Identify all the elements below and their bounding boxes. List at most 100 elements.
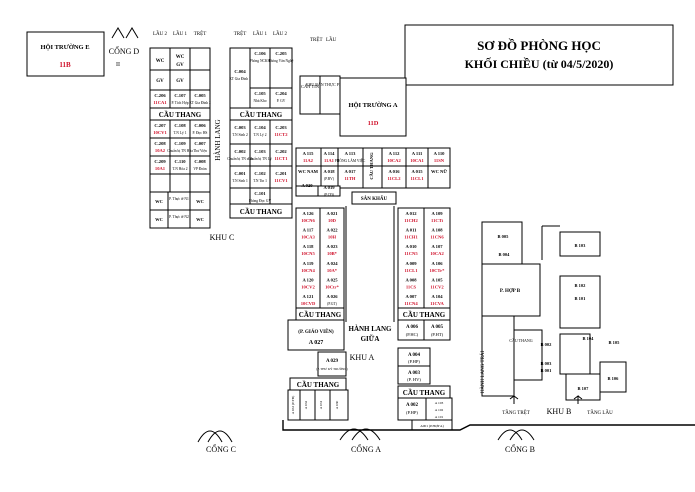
room-code: B 001 bbox=[541, 368, 553, 373]
room-class: Nhà Kho bbox=[253, 99, 266, 103]
room-code: A 006 bbox=[406, 325, 419, 330]
gate-c-icon bbox=[197, 430, 233, 443]
giao-vien-code: A 027 bbox=[309, 340, 324, 346]
stairs-label: CẦU THANG bbox=[159, 111, 202, 119]
gate-b-label: CỔNG B bbox=[505, 444, 535, 454]
room-code: C.001 bbox=[234, 171, 246, 176]
room-code: A 103 bbox=[435, 401, 444, 405]
room-class: 10H bbox=[328, 235, 337, 240]
room-class: 11CL1 bbox=[404, 268, 418, 273]
room-code: B 004 bbox=[499, 252, 511, 257]
room-code: B 003 bbox=[541, 361, 553, 366]
room-class: 10CA1 bbox=[410, 158, 424, 163]
room-code: A 021 bbox=[326, 211, 338, 216]
room-class: KT Gia Đình 1 bbox=[229, 77, 251, 81]
room-code: A 024 bbox=[326, 261, 338, 266]
room-code: C.202 bbox=[275, 149, 287, 154]
room-code: A 102 bbox=[435, 408, 444, 412]
room-code: C.101 bbox=[254, 191, 266, 196]
room-code: A 031 bbox=[319, 401, 323, 410]
room-class: 11CV2 bbox=[430, 284, 444, 289]
room-class: 10CV1 bbox=[153, 130, 167, 135]
room-code: A 023 bbox=[326, 244, 338, 249]
room-code: C.007 bbox=[194, 141, 206, 146]
room-code: A001 (P.HỢP A) bbox=[420, 424, 444, 428]
room-code: C.204 bbox=[275, 91, 287, 96]
room-code: A 003 bbox=[408, 371, 421, 376]
floor-label: TRỆT bbox=[310, 37, 323, 43]
room-class: (P.CĐ) bbox=[324, 193, 335, 197]
room-code: A 110 bbox=[434, 151, 446, 156]
room-code: B 103 bbox=[575, 243, 587, 248]
room-class: 11CA1 bbox=[153, 100, 167, 105]
room-code: A 022 bbox=[326, 228, 338, 233]
room-code: A 118 bbox=[303, 244, 315, 249]
room-code: A 108 bbox=[431, 228, 443, 233]
stairs-label: CẦU THANG bbox=[403, 311, 446, 319]
room-class: 11CT2 bbox=[274, 132, 288, 137]
stairs-label: CẦU THANG bbox=[297, 381, 340, 389]
room-code: A 106 bbox=[431, 261, 443, 266]
room-code: C.207 bbox=[154, 123, 166, 128]
meeting-room-b: P. HỢP B bbox=[500, 289, 521, 294]
room-class: 11CN6 bbox=[430, 235, 444, 240]
room-name: P. Thực tế N2 bbox=[169, 215, 189, 219]
hoi-truong-a-name: HỘI TRƯỜNG A bbox=[348, 101, 397, 109]
khu-a-label: KHU A bbox=[350, 353, 375, 362]
corridor-label: HÀNH LANG bbox=[214, 119, 222, 160]
room-class: 11CTi bbox=[431, 218, 444, 223]
room-code: A 018 bbox=[323, 169, 335, 174]
room-code: C.109 bbox=[174, 141, 186, 146]
room-code: A 121 bbox=[302, 294, 314, 299]
room-class: 11CT1 bbox=[274, 156, 288, 161]
room-note: (P.HP) bbox=[406, 410, 418, 415]
room-code: C.205 bbox=[275, 51, 287, 56]
room-code: A 104 bbox=[431, 294, 443, 299]
stage bbox=[351, 191, 397, 205]
room-wc: WC bbox=[155, 199, 163, 204]
perimeter-wall bbox=[282, 420, 695, 431]
room-class: 11CH2 bbox=[404, 218, 418, 223]
room-note: (P. THƯ KÝ TRƯỜNG) bbox=[316, 366, 347, 371]
room-class: 10CA2 bbox=[430, 251, 444, 256]
khu-c-label: KHU C bbox=[210, 233, 235, 242]
room-code: A 025 bbox=[326, 277, 338, 282]
room-class: PHÒNG LÀM VIỆC bbox=[335, 158, 366, 163]
arrow-up-icon bbox=[509, 395, 519, 404]
khu-a-right-block: CẦU THANG CẦU THANG bbox=[397, 207, 453, 431]
gate-d-icon bbox=[111, 27, 125, 39]
room-class: P. Tích Hợp bbox=[171, 101, 188, 105]
room-code: C.002 bbox=[234, 149, 246, 154]
room-code: B 105 bbox=[609, 340, 621, 345]
khu-a-left-block: CẦU THANG (P. GIÁO VIÊN) A 027 A 029 (P.… bbox=[287, 207, 349, 421]
room-code: A 029 bbox=[326, 359, 339, 364]
gate-b-icon bbox=[497, 429, 535, 441]
can-tin-label: CĂN TIN bbox=[301, 84, 320, 89]
stairs-label: CẦU THANG bbox=[403, 389, 446, 397]
upper-floor-label: TẦNG LẦU bbox=[587, 410, 613, 416]
hoi-truong-a bbox=[339, 77, 407, 137]
room-code: A 111 bbox=[412, 151, 423, 156]
room-code: C.107 bbox=[174, 93, 186, 98]
room-code: B 101 bbox=[575, 296, 587, 301]
floor-label: TRỆT bbox=[234, 31, 247, 37]
stairs-label: CẦU THANG bbox=[509, 338, 532, 343]
room-class: Phòng Văn Nghệ bbox=[269, 59, 294, 63]
floor-label: LẦU 2 bbox=[153, 31, 168, 37]
room-class: 10A2 bbox=[155, 148, 166, 153]
room-class: 11CN4 bbox=[404, 301, 418, 306]
hoi-truong-e bbox=[26, 31, 105, 77]
room-code: A 119 bbox=[303, 261, 315, 266]
room-code: A 101 bbox=[435, 415, 444, 419]
room-code: A 120 bbox=[302, 277, 314, 282]
room-class: 10CN6 bbox=[301, 218, 315, 223]
room-code: C.104 bbox=[254, 125, 266, 130]
room-class: 11A1 bbox=[324, 158, 335, 163]
room-code: A 112 bbox=[389, 151, 401, 156]
room-class: T.N Lý 1 bbox=[173, 131, 186, 135]
arrow-up-icon bbox=[573, 395, 583, 404]
room-code: A 011 bbox=[406, 228, 418, 233]
room-code: C.206 bbox=[154, 93, 166, 98]
